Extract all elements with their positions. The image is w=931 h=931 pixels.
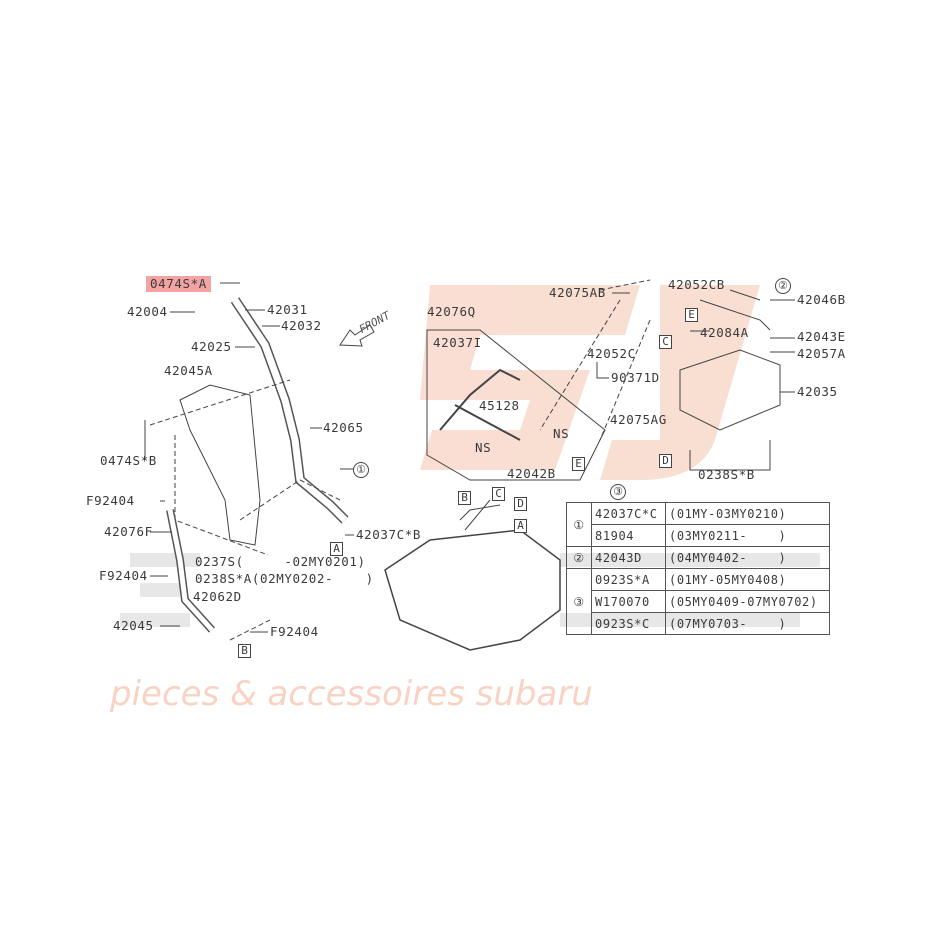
ref-box-e: E (685, 308, 698, 322)
part-label[interactable]: F92404 (270, 624, 319, 639)
part-label[interactable]: 0238S*B (698, 467, 755, 482)
part-label[interactable]: 42046B (797, 292, 846, 307)
ref-box-d: D (659, 454, 672, 468)
ref-cell: ② (566, 546, 592, 569)
part-label-0474s-a[interactable]: 0474S*A (146, 276, 211, 292)
part-label[interactable]: 42075AG (610, 412, 667, 427)
part-label[interactable]: 42045 (113, 618, 154, 633)
part-label[interactable]: 42045A (164, 363, 213, 378)
date-cell: (01MY-05MY0408) (665, 568, 830, 591)
part-label[interactable]: 42057A (797, 346, 846, 361)
watermark-tagline: pieces & accessoires subaru (109, 674, 593, 714)
part-label[interactable]: 42004 (127, 304, 168, 319)
date-cell: (01MY-03MY0210) (665, 502, 830, 525)
part-label[interactable]: 0237S( -02MY0201) (195, 554, 366, 569)
ref-box-c: C (492, 487, 505, 501)
date-cell: (07MY0703- ) (665, 612, 830, 635)
part-label[interactable]: 0474S*B (100, 453, 157, 468)
date-cell: (04MY0402- ) (665, 546, 830, 569)
ref-circle-1: ① (353, 462, 369, 478)
part-label[interactable]: 42031 (267, 302, 308, 317)
ref-cell: ③ (566, 568, 592, 635)
ref-box-a: A (514, 519, 527, 533)
part-label[interactable]: 42035 (797, 384, 838, 399)
ref-box-d: D (514, 497, 527, 511)
ref-circle-3: ③ (610, 484, 626, 500)
part-label[interactable]: F92404 (86, 493, 135, 508)
date-cell: (03MY0211- ) (665, 524, 830, 547)
part-label[interactable]: 42043E (797, 329, 846, 344)
table-row: 81904(03MY0211- ) (567, 524, 830, 547)
ref-box-e: E (572, 457, 585, 471)
part-label[interactable]: 90371D (611, 370, 660, 385)
ref-cell: ① (566, 502, 592, 547)
part-label[interactable]: 42062D (193, 589, 242, 604)
part-label[interactable]: 42032 (281, 318, 322, 333)
part-cell[interactable]: 42037C*C (591, 502, 666, 525)
part-label: NS (475, 440, 492, 455)
part-label[interactable]: 42075AB (549, 285, 606, 300)
ref-box-b: B (458, 491, 471, 505)
part-label: NS (553, 426, 570, 441)
date-cell: (05MY0409-07MY0702) (665, 590, 830, 613)
part-label[interactable]: 42052CB (668, 277, 725, 292)
part-label[interactable]: F92404 (99, 568, 148, 583)
part-label[interactable]: 42065 (323, 420, 364, 435)
part-label[interactable]: 45128 (479, 398, 520, 413)
table-row: W170070(05MY0409-07MY0702) (567, 590, 830, 613)
part-label[interactable]: 42076Q (427, 304, 476, 319)
part-cell[interactable]: 0923S*C (591, 612, 666, 635)
part-label[interactable]: 42084A (700, 325, 749, 340)
part-cell[interactable]: 42043D (591, 546, 666, 569)
part-label[interactable]: 42042B (507, 466, 556, 481)
ref-box-a: A (330, 542, 343, 556)
part-label[interactable]: 42037I (433, 335, 482, 350)
part-label[interactable]: 42052C (587, 346, 636, 361)
part-label[interactable]: 42076F (104, 524, 153, 539)
part-label[interactable]: 42025 (191, 339, 232, 354)
ref-box-b: B (238, 644, 251, 658)
ref-box-c: C (659, 335, 672, 349)
part-label[interactable]: 0238S*A(02MY0202- ) (195, 571, 374, 586)
part-label[interactable]: 42037C*B (356, 527, 422, 542)
ref-circle-2: ② (775, 278, 791, 294)
part-cell[interactable]: 0923S*A (591, 568, 666, 591)
part-cell[interactable]: 81904 (591, 524, 666, 547)
part-cell[interactable]: W170070 (591, 590, 666, 613)
table-row: 0923S*C(07MY0703- ) (567, 612, 830, 635)
